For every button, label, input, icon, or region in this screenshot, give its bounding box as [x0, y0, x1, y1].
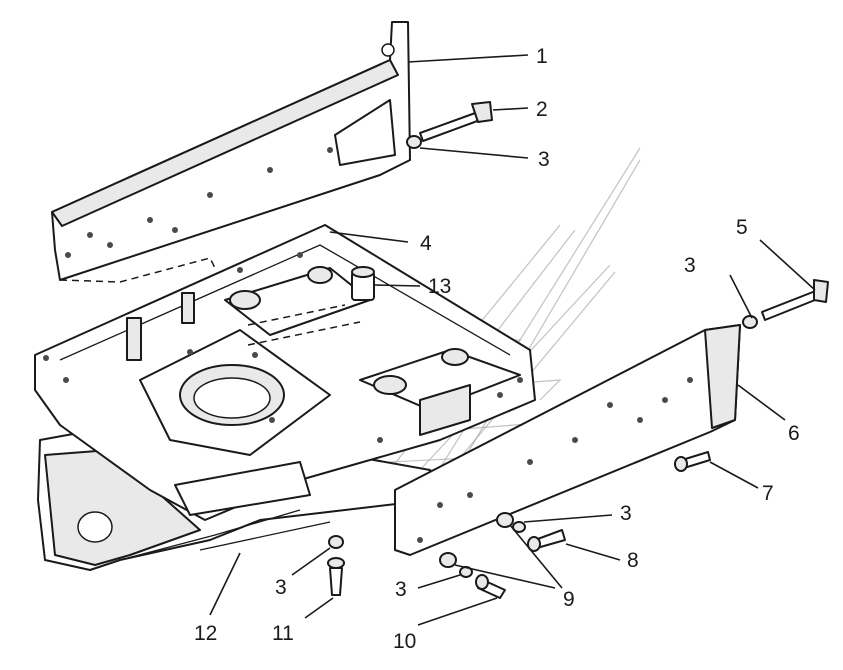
part-10-bolt	[475, 574, 506, 599]
part-3-nut-bottom	[328, 535, 344, 549]
part-3-nut-right	[742, 315, 758, 329]
callout-2: 2	[536, 98, 548, 121]
callout-labels: 1 2 3 4 5 3 13 6 7 3 8 9 3 10 3 11 12	[194, 45, 800, 653]
callout-5: 5	[736, 216, 748, 239]
callout-3-mid: 3	[620, 502, 632, 525]
callout-3-bottom: 3	[275, 576, 287, 599]
part-5-bolt	[761, 279, 829, 321]
callout-12: 12	[194, 622, 217, 645]
part-8-bolt	[527, 529, 566, 552]
callout-8: 8	[627, 549, 639, 572]
callout-3-upper: 3	[538, 148, 550, 171]
part-7-bolt	[674, 451, 711, 472]
part-13-bushing	[247, 266, 375, 346]
callout-10: 10	[393, 630, 416, 653]
callout-11: 11	[272, 622, 294, 645]
part-6-right-side-plate	[394, 324, 741, 556]
part-4-turntable-frame	[34, 224, 536, 521]
callout-6: 6	[788, 422, 800, 445]
callout-13: 13	[428, 275, 451, 298]
part-11-bolt	[327, 557, 345, 596]
part-2-bolt	[419, 101, 493, 142]
part-1-left-side-plate	[51, 21, 411, 283]
callout-3-lower: 3	[395, 578, 407, 601]
part-9-washers	[439, 512, 526, 568]
callout-9: 9	[563, 588, 575, 611]
callout-3-right: 3	[684, 254, 696, 277]
callout-1: 1	[536, 45, 548, 68]
leader-lines	[209, 54, 816, 626]
callout-4: 4	[420, 232, 432, 255]
part-3-nut-upper	[406, 135, 422, 149]
callout-7: 7	[762, 482, 774, 505]
